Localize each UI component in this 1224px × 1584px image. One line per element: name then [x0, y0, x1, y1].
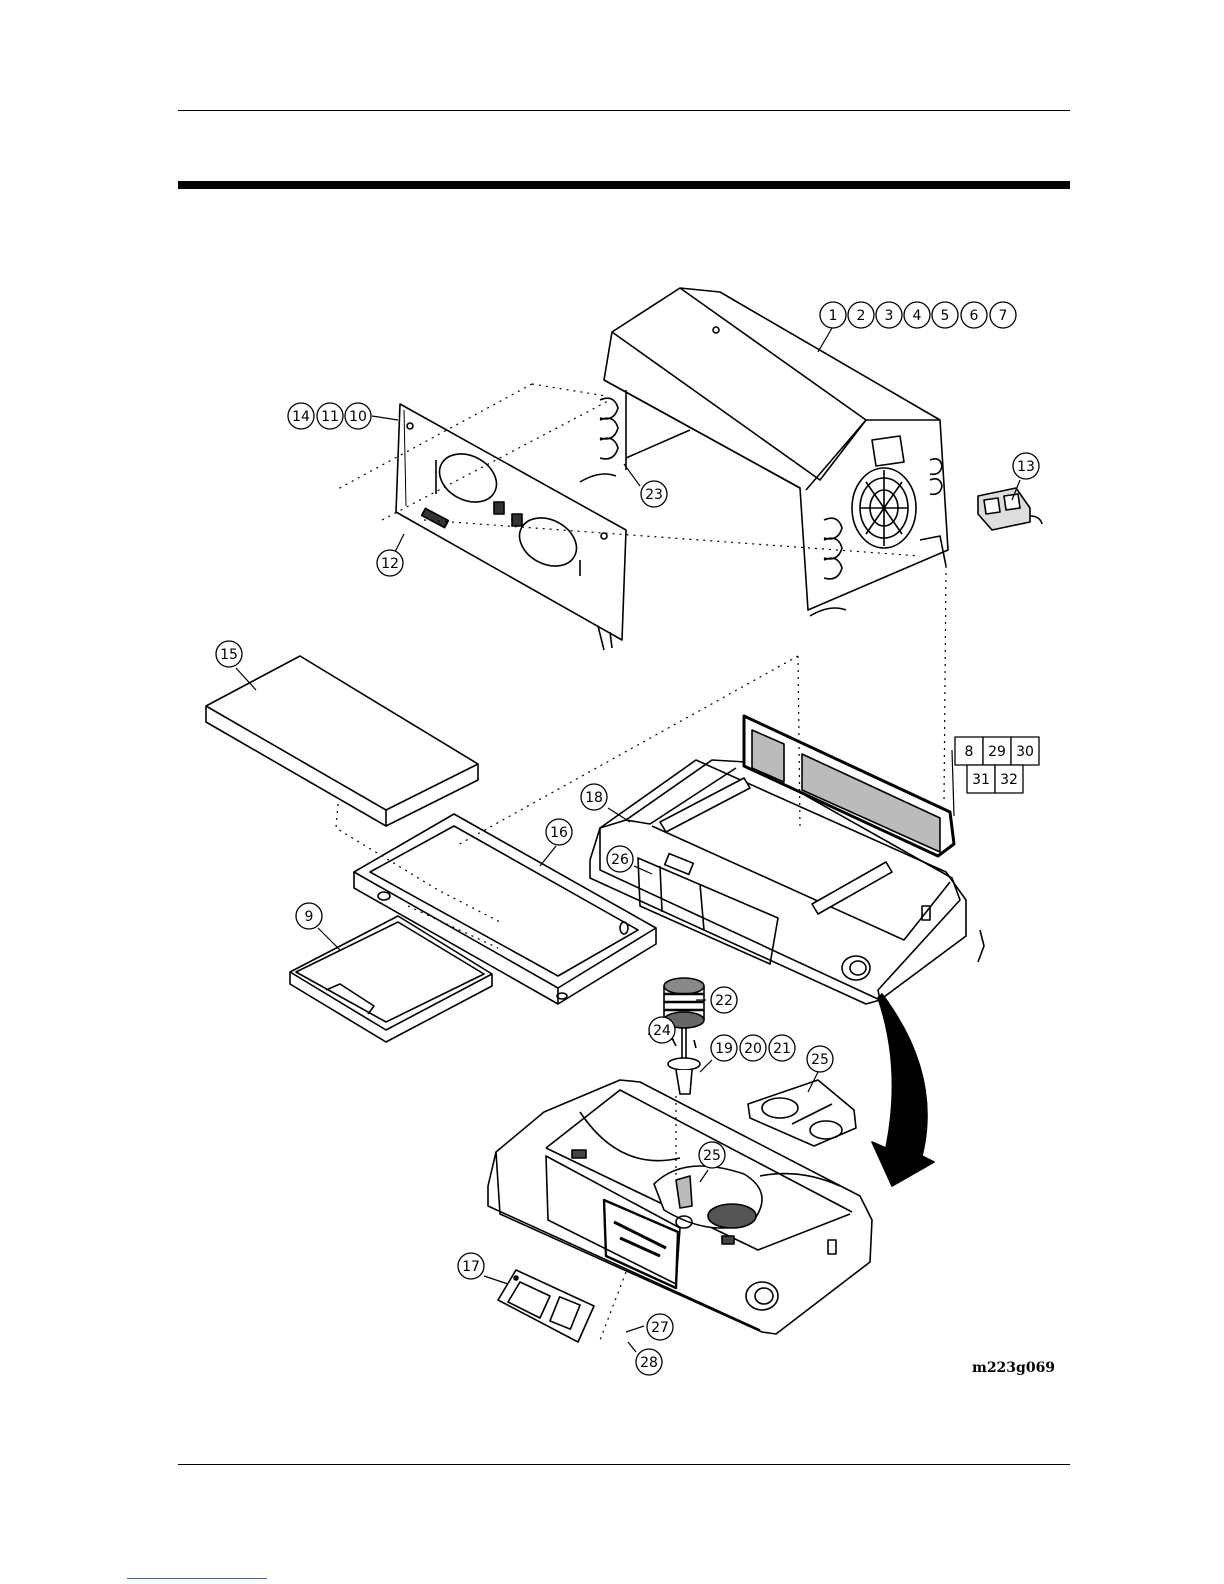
callout-label: 22: [715, 993, 733, 1009]
callout-label: 11: [321, 409, 339, 425]
box-callout-label: 31: [972, 772, 990, 788]
callout-9: 9: [296, 903, 322, 929]
callout-20: 20: [740, 1035, 766, 1061]
callout-5: 5: [932, 302, 958, 328]
callout-15: 15: [216, 641, 242, 667]
callout-label: 6: [970, 308, 979, 324]
box-callout-29: 29: [983, 737, 1011, 765]
callout-label: 16: [550, 825, 568, 841]
box-callout-label: 8: [965, 744, 974, 760]
plate-25: [748, 1080, 856, 1146]
callout-label: 28: [640, 1355, 658, 1371]
callout-label: 4: [913, 308, 922, 324]
callout-label: 2: [857, 308, 866, 324]
callout-2: 2: [848, 302, 874, 328]
callout-label: 25: [811, 1052, 829, 1068]
callout-label: 3: [885, 308, 894, 324]
callout-21: 21: [769, 1035, 795, 1061]
callout-label: 12: [381, 556, 399, 572]
callout-25: 25: [699, 1142, 725, 1168]
callout-label: 27: [651, 1320, 669, 1336]
callout-28: 28: [636, 1349, 662, 1375]
base-housing-18: [590, 760, 984, 1004]
callout-label: 18: [585, 790, 603, 806]
rotation-arrow: [872, 994, 934, 1186]
box-callout-32: 32: [995, 765, 1023, 793]
callout-14: 14: [288, 403, 314, 429]
figure-code: m223g069: [972, 1360, 1055, 1376]
connector-13: [978, 488, 1042, 530]
callout-label: 7: [999, 308, 1008, 324]
callout-16: 16: [546, 819, 572, 845]
callout-22: 22: [711, 987, 737, 1013]
box-callout-label: 30: [1016, 744, 1034, 760]
callout-10: 10: [345, 403, 371, 429]
box-callout-30: 30: [1011, 737, 1039, 765]
control-panel-17: [498, 1270, 594, 1342]
callout-6: 6: [961, 302, 987, 328]
callout-label: 25: [703, 1148, 721, 1164]
callout-label: 1: [829, 308, 838, 324]
callout-13: 13: [1013, 453, 1039, 479]
callout-label: 17: [462, 1259, 480, 1275]
callout-4: 4: [904, 302, 930, 328]
callout-label: 19: [715, 1041, 733, 1057]
callout-18: 18: [581, 784, 607, 810]
callout-19: 19: [711, 1035, 737, 1061]
callout-label: 26: [611, 852, 629, 868]
callout-25: 25: [807, 1046, 833, 1072]
callout-3: 3: [876, 302, 902, 328]
callout-label: 23: [645, 487, 663, 503]
callout-label: 15: [220, 647, 238, 663]
callout-7: 7: [990, 302, 1016, 328]
box-callout-31: 31: [967, 765, 995, 793]
callout-17: 17: [458, 1253, 484, 1279]
top-housing: [580, 288, 948, 616]
callout-label: 5: [941, 308, 950, 324]
filter-pad-15: [206, 656, 478, 826]
callout-1: 1: [820, 302, 846, 328]
callout-label: 9: [305, 909, 314, 925]
callout-11: 11: [317, 403, 343, 429]
callout-27: 27: [647, 1314, 673, 1340]
callout-label: 14: [292, 409, 310, 425]
callout-label: 24: [653, 1023, 671, 1039]
callout-12: 12: [377, 550, 403, 576]
callout-23: 23: [641, 481, 667, 507]
callout-label: 13: [1017, 459, 1035, 475]
footer-link-underline: [127, 1578, 267, 1579]
callout-24: 24: [649, 1017, 675, 1043]
callout-label: 10: [349, 409, 367, 425]
box-callout-label: 29: [988, 744, 1006, 760]
callout-26: 26: [607, 846, 633, 872]
box-callout-label: 32: [1000, 772, 1018, 788]
box-callout-layer: 8 29 30 31 32: [955, 737, 1039, 793]
callout-label: 20: [744, 1041, 762, 1057]
tray-9: [290, 916, 492, 1042]
callout-label: 21: [773, 1041, 791, 1057]
box-callout-8: 8: [955, 737, 983, 765]
circuit-panel: [396, 404, 626, 650]
